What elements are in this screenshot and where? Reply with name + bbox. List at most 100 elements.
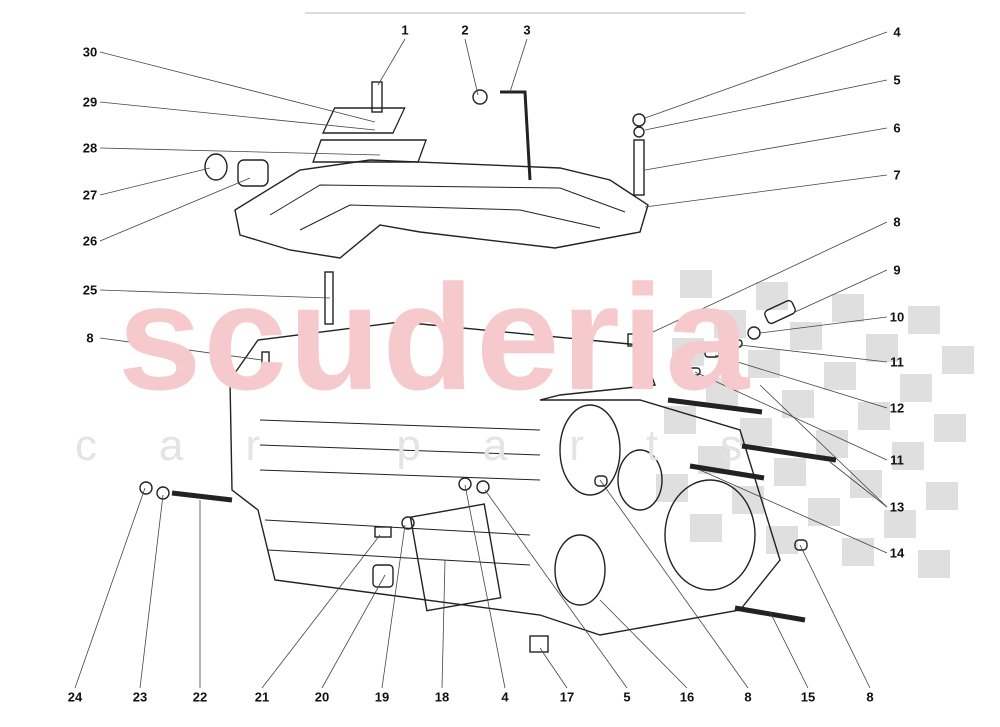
leader-line — [441, 559, 446, 689]
leader-line — [509, 38, 528, 93]
leader-line — [644, 174, 888, 208]
callout-4: 4 — [501, 689, 509, 705]
flag-square — [774, 458, 806, 486]
leader-line — [99, 177, 251, 242]
leader-line — [99, 289, 331, 299]
stud-6 — [633, 139, 645, 196]
callout-29: 29 — [82, 94, 98, 110]
leader-line — [599, 479, 749, 689]
callout-4: 4 — [893, 24, 901, 40]
leader-line — [759, 384, 888, 508]
callout-12: 12 — [889, 400, 905, 416]
leader-line — [829, 461, 888, 508]
flag-square — [942, 346, 974, 374]
callout-5: 5 — [893, 72, 901, 88]
flag-square — [884, 510, 916, 538]
flag-square — [866, 334, 898, 362]
leader-line — [261, 534, 381, 689]
callout-7: 7 — [893, 167, 901, 183]
gearbox-housing — [229, 321, 781, 636]
callout-8: 8 — [866, 689, 874, 705]
bearing-bore-1 — [559, 404, 621, 496]
flag-square — [790, 322, 822, 350]
leader-line — [99, 337, 263, 361]
callout-3: 3 — [523, 22, 531, 38]
top-cover-plate — [234, 159, 649, 259]
callout-20: 20 — [314, 689, 330, 705]
leader-line — [99, 147, 381, 156]
parts-artwork — [139, 81, 837, 653]
leader-line — [794, 269, 888, 313]
flag-square — [934, 414, 966, 442]
flag-square — [858, 402, 890, 430]
flag-square — [926, 482, 958, 510]
callout-26: 26 — [82, 233, 98, 249]
banjo-2 — [472, 89, 488, 105]
callout-24: 24 — [67, 689, 83, 705]
leader-line — [484, 489, 628, 689]
leader-line — [759, 316, 888, 334]
leader-line — [74, 487, 146, 689]
leader-line — [644, 127, 888, 171]
callout-11: 11 — [890, 354, 904, 370]
flag-square — [756, 282, 788, 310]
flag-square — [714, 310, 746, 338]
flag-square — [690, 514, 722, 542]
callout-2: 2 — [461, 22, 469, 38]
bolt-1 — [371, 81, 383, 113]
callout-8: 8 — [893, 214, 901, 230]
cover-small — [321, 107, 406, 134]
leader-line — [464, 484, 506, 689]
leader-line — [694, 371, 888, 461]
flag-square — [892, 442, 924, 470]
flag-square — [808, 498, 840, 526]
leader-line — [99, 101, 376, 131]
leader-line — [321, 574, 386, 689]
leader-line — [769, 611, 809, 689]
leader-line — [377, 38, 406, 86]
leader-lines — [74, 31, 888, 689]
leader-line — [539, 647, 568, 689]
flag-square — [824, 362, 856, 390]
callout-5: 5 — [623, 689, 631, 705]
leader-line — [644, 79, 888, 131]
leader-line — [464, 38, 479, 96]
callout-10: 10 — [889, 309, 905, 325]
leader-line — [799, 544, 871, 689]
flag-square — [832, 294, 864, 322]
leader-line — [139, 494, 164, 689]
flag-square — [740, 418, 772, 446]
callout-23: 23 — [132, 689, 148, 705]
callout-19: 19 — [374, 689, 390, 705]
flag-square — [664, 406, 696, 434]
bolt-9 — [764, 299, 796, 325]
gasket — [312, 139, 427, 163]
callout-15: 15 — [800, 689, 816, 705]
callout-8: 8 — [744, 689, 752, 705]
studs — [667, 397, 837, 623]
callout-13: 13 — [889, 499, 905, 515]
callout-9: 9 — [893, 262, 901, 278]
flag-square — [918, 550, 950, 578]
leader-line — [739, 344, 888, 363]
callout-14: 14 — [889, 545, 905, 561]
leader-line — [381, 524, 406, 689]
callout-21: 21 — [254, 689, 270, 705]
flag-square — [908, 306, 940, 334]
flag-square — [672, 338, 704, 366]
callout-28: 28 — [82, 140, 98, 156]
watermark-brand: scuderia — [118, 253, 751, 421]
callout-8: 8 — [86, 330, 94, 346]
leader-line — [635, 221, 888, 341]
flag-square — [850, 470, 882, 498]
bearing-bore-2 — [664, 479, 756, 591]
pipe-3 — [500, 90, 532, 181]
callout-16: 16 — [679, 689, 695, 705]
flag-square — [900, 374, 932, 402]
bush-26 — [237, 159, 269, 187]
checkered-flag-watermark — [656, 270, 974, 578]
leader-line — [699, 469, 888, 554]
flag-square — [680, 270, 712, 298]
callout-17: 17 — [559, 689, 575, 705]
callout-18: 18 — [434, 689, 450, 705]
